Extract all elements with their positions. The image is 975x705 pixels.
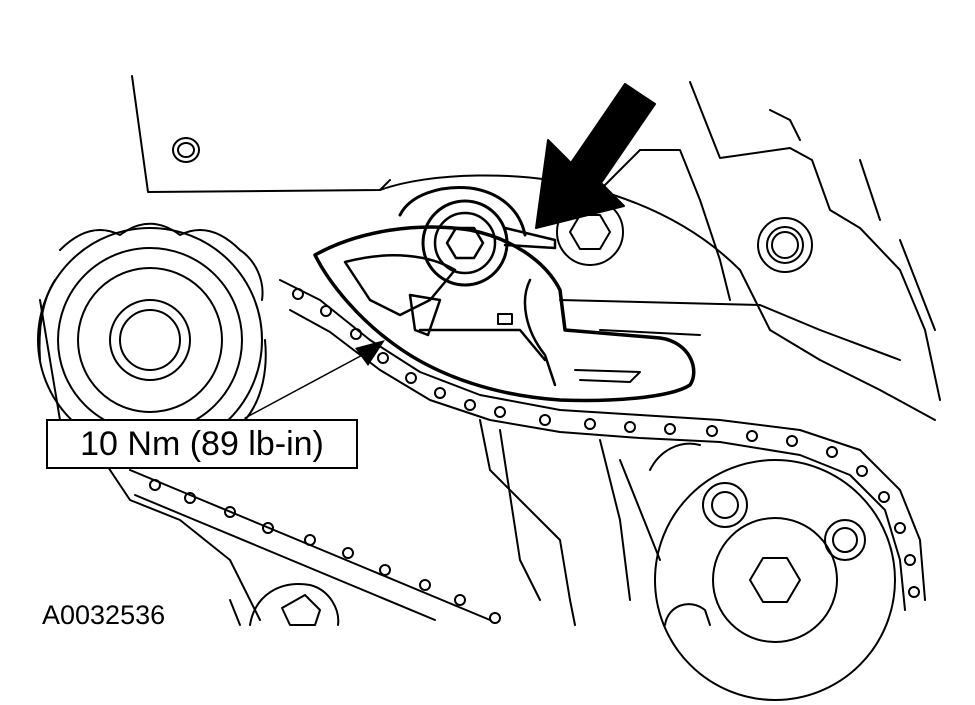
torque-label: 10 Nm (89 lb-in)	[80, 424, 324, 463]
housing-boss	[172, 137, 200, 163]
dowel-boss	[757, 217, 813, 273]
timing-chain-lower	[129, 469, 501, 624]
chain-tensioner-arm	[313, 225, 696, 403]
bottom-boss	[664, 603, 711, 626]
arrow-icon	[535, 83, 656, 229]
tensioner-pivot-bolt	[398, 185, 557, 287]
lower-hex-bolt	[249, 583, 340, 626]
figure-id: A0032536	[42, 600, 166, 630]
engine-block-outline	[39, 75, 941, 626]
torque-callout: 10 Nm (89 lb-in)	[46, 419, 358, 469]
camshaft-sprocket	[37, 222, 267, 453]
lower-sprocket	[649, 442, 896, 701]
callout-leader-line	[244, 351, 369, 419]
arrowhead-icon	[355, 340, 385, 366]
timing-chain-upper	[279, 279, 926, 611]
